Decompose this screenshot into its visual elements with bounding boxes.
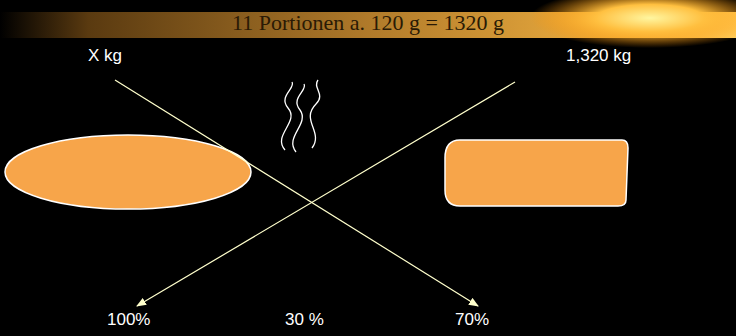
cross-line: [137, 82, 515, 306]
cooked-meat: [445, 140, 628, 206]
weight-label: 1,320 kg: [566, 46, 631, 66]
heading: 11 Portionen a. 120 g = 1320 g: [232, 10, 504, 35]
percent-label: 100%: [107, 310, 150, 330]
percent-label: 30 %: [285, 310, 324, 330]
weight-label: X kg: [88, 46, 122, 66]
glow: [530, 0, 736, 48]
raw-meat: [5, 135, 251, 209]
steam: [281, 80, 319, 152]
cross-line: [115, 80, 478, 306]
percent-label: 70%: [455, 310, 489, 330]
